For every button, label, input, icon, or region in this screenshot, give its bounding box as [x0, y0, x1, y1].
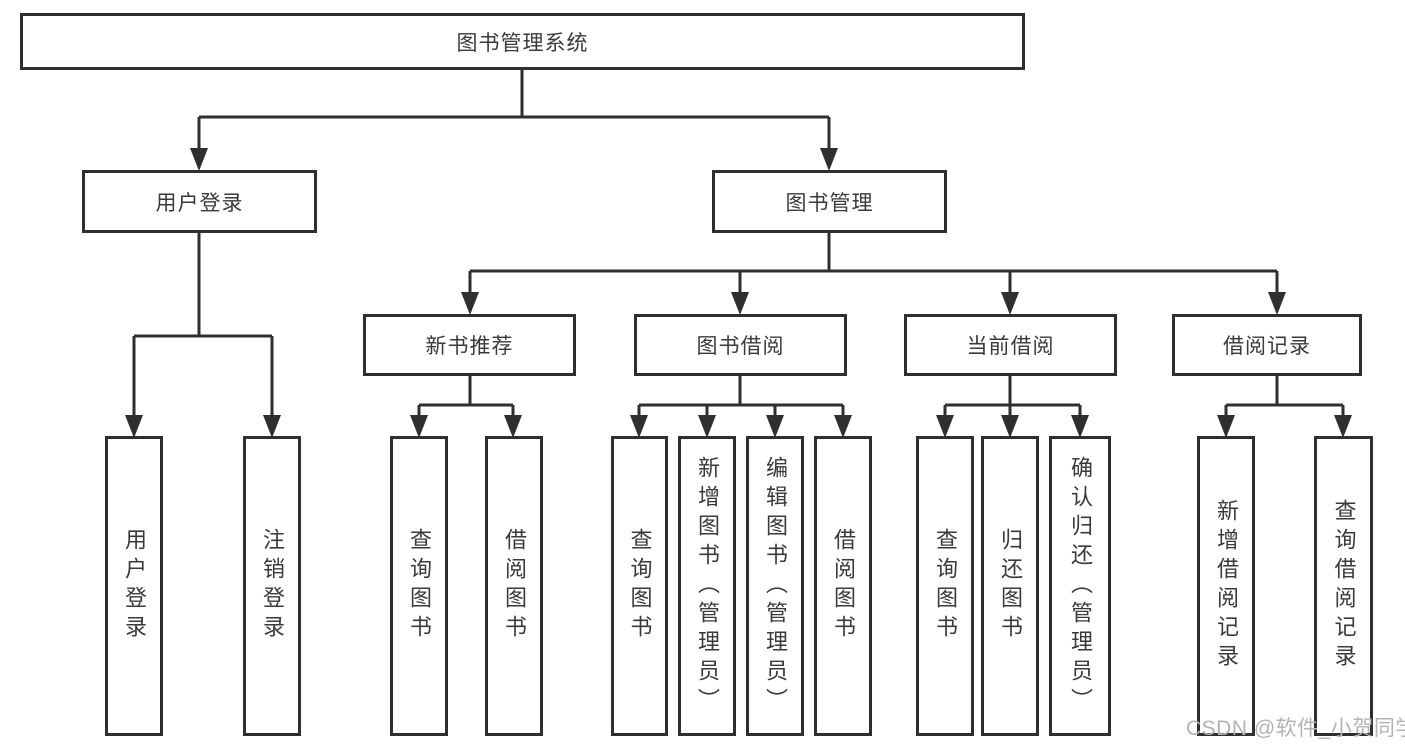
leaf-add-borrow-record: 新增借阅记录 [1197, 436, 1255, 736]
node-current-borrowing: 当前借阅 [904, 314, 1117, 376]
leaf-return-book: 归还图书 [981, 436, 1039, 736]
leaf-borrow-books-recommend: 借阅图书 [485, 436, 543, 736]
node-root-system: 图书管理系统 [20, 13, 1025, 70]
node-book-borrowing: 图书借阅 [634, 314, 847, 376]
leaf-confirm-return-admin: 确认归还（管理员） [1049, 436, 1111, 736]
leaf-query-books-current: 查询图书 [916, 436, 974, 736]
leaf-query-books-recommend: 查询图书 [390, 436, 448, 736]
node-new-book-recommend: 新书推荐 [363, 314, 576, 376]
csdn-watermark: CSDN @软件_小贺同学 [1186, 717, 1405, 740]
leaf-user-login: 用户登录 [105, 436, 163, 736]
node-user-login: 用户登录 [82, 170, 317, 233]
node-borrow-records: 借阅记录 [1172, 314, 1362, 376]
node-book-management: 图书管理 [712, 170, 947, 233]
leaf-borrow-books-borrow: 借阅图书 [814, 436, 872, 736]
leaf-edit-book-admin: 编辑图书（管理员） [746, 436, 804, 736]
leaf-add-book-admin: 新增图书（管理员） [678, 436, 736, 736]
leaf-query-borrow-record: 查询借阅记录 [1314, 436, 1373, 736]
leaf-query-books-borrow: 查询图书 [611, 436, 668, 736]
leaf-logout: 注销登录 [243, 436, 301, 736]
